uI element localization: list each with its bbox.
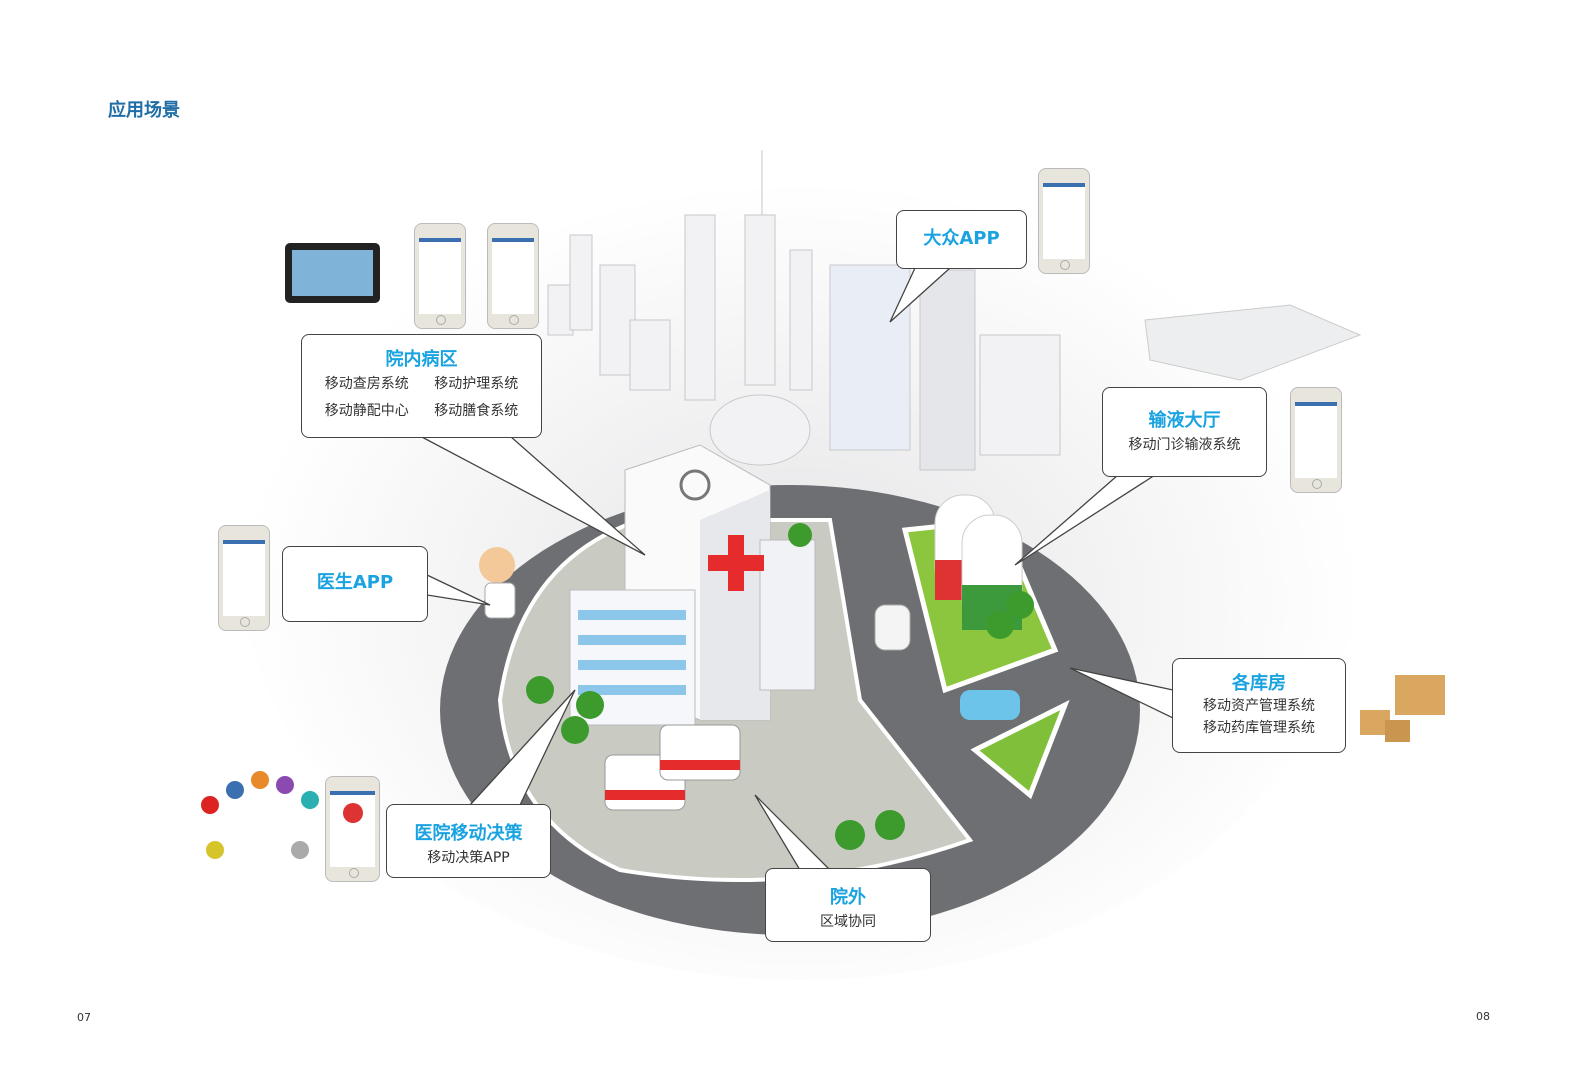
phone-mockup	[1038, 168, 1090, 274]
ambulances	[604, 724, 741, 811]
system-item: 移动决策APP	[427, 850, 510, 866]
red-cross-icon	[708, 535, 764, 591]
callout-warehouse: 各库房 移动资产管理系统 移动药库管理系统	[1172, 658, 1346, 753]
system-item: 移动门诊输液系统	[1128, 437, 1241, 453]
tablet-device	[285, 243, 380, 303]
callout-title: 医生APP	[316, 572, 394, 593]
warehouse-boxes	[1360, 675, 1445, 742]
hospital-building	[569, 444, 816, 726]
pie-chart-icon	[342, 803, 363, 823]
callout-decision: 医院移动决策 移动决策APP	[386, 804, 551, 878]
callout-title: 输液大厅	[1148, 410, 1221, 431]
page-title: 应用场景	[108, 100, 180, 121]
doctor-figure	[479, 547, 516, 619]
callout-title: 医院移动决策	[414, 823, 523, 844]
phone-mockup	[325, 776, 380, 882]
system-item: 移动膳食系统	[434, 403, 519, 419]
system-item: 移动查房系统	[324, 376, 409, 392]
infusion-hall-interior	[1144, 304, 1362, 381]
callout-infusion: 输液大厅 移动门诊输液系统	[1102, 387, 1267, 477]
page-number-right: 08	[1476, 1010, 1490, 1023]
callout-outside: 院外 区域协同	[765, 868, 931, 942]
people-figures	[201, 771, 319, 859]
callout-tails	[419, 267, 1174, 871]
callout-public-app: 大众APP	[896, 210, 1027, 269]
flower-bed	[970, 699, 1070, 800]
callout-ward: 院内病区 移动查房系统 移动护理系统 移动静配中心 移动膳食系统	[301, 334, 542, 438]
trees	[526, 523, 1034, 850]
callout-title: 院外	[830, 887, 866, 908]
system-item: 移动静配中心	[324, 403, 409, 419]
system-item: 移动药库管理系统	[1203, 720, 1315, 736]
callout-doctor-app: 医生APP	[282, 546, 428, 622]
phone-mockup	[414, 223, 466, 329]
page-number-left: 07	[77, 1011, 91, 1024]
callout-title: 院内病区	[385, 349, 458, 370]
system-item: 移动资产管理系统	[1203, 698, 1315, 714]
car	[874, 604, 911, 651]
car	[960, 690, 1020, 720]
system-item: 移动护理系统	[434, 376, 519, 392]
callout-title: 大众APP	[923, 228, 1000, 249]
system-item: 区域协同	[820, 914, 876, 930]
helipad-icon	[679, 469, 711, 501]
callout-title: 各库房	[1232, 673, 1286, 694]
city-skyline	[547, 150, 1061, 471]
phone-mockup	[218, 525, 270, 631]
phone-mockup	[1290, 387, 1342, 493]
phone-mockup	[487, 223, 539, 329]
